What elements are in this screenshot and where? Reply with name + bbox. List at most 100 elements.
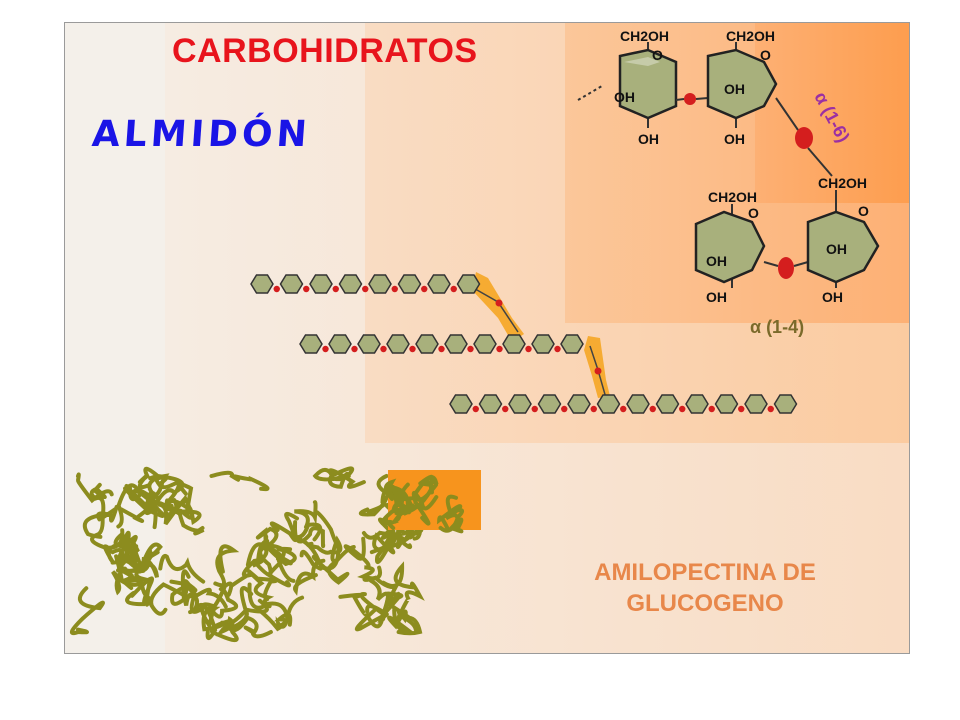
chain-bridge-oxygen: [525, 345, 532, 353]
chain-bridge-oxygen: [561, 405, 568, 413]
caption-line-1: AMILOPECTINA DE: [594, 559, 816, 586]
ring-oh-label: OH: [724, 131, 745, 147]
glycogen-coil-strand: [246, 569, 278, 609]
glycogen-coil-strand: [412, 474, 439, 502]
glycogen-coil-strand: [75, 472, 114, 504]
chain-bridge-oxygen: [620, 405, 627, 413]
glucose-ring-top-left: CH2OH O OH OH: [614, 28, 678, 147]
chain-glucose-unit: [449, 394, 473, 414]
chain-glucose-unit: [338, 274, 363, 294]
glycogen-coil-strand: [293, 558, 326, 596]
bridge-oxygen-alpha-1-6: [795, 127, 813, 149]
glycogen-coil-strand: [213, 544, 240, 588]
glucose-hexagon: [706, 48, 778, 120]
glycogen-coil-strand: [220, 586, 254, 631]
glycogen-coil-strand: [89, 482, 107, 514]
background-band-4: [755, 23, 909, 203]
ring-oh-label: OH: [822, 289, 843, 305]
chain-glucose-unit: [508, 394, 532, 414]
glycogen-coil-strand: [312, 467, 366, 489]
chain-bridge-oxygen: [649, 405, 656, 413]
chain-bridge-oxygen: [679, 405, 686, 413]
chain-glucose-unit: [744, 394, 768, 414]
chain-glucose-unit: [250, 274, 274, 294]
chain-glucose-unit: [531, 334, 555, 354]
chain-glucose-unit: [478, 394, 503, 414]
glycogen-coil-strand: [206, 581, 239, 619]
glucose-hexagon: [618, 48, 678, 120]
glycogen-coil-strand: [390, 491, 416, 524]
chain-glucose-unit: [502, 334, 526, 354]
glycogen-coil-strand: [110, 530, 139, 565]
glycogen-coil-strand: [180, 569, 218, 641]
glycogen-coil-mass: [69, 466, 425, 643]
ring-oh-label: OH: [614, 89, 635, 105]
chain-bridge-oxygen: [303, 285, 310, 293]
glucose-ring-bottom-left: CH2OH O OH OH: [694, 189, 766, 305]
ring-ch2oh-label: CH2OH: [620, 28, 669, 44]
bridge-oxygen: [684, 93, 696, 105]
chain-glucose-unit: [626, 394, 650, 414]
branch-bridge-oxygen: [594, 367, 602, 375]
ring-oh-label: OH: [706, 253, 727, 269]
branch-bridge-oxygen: [495, 299, 503, 307]
glycogen-coil-strand: [149, 582, 189, 608]
chain-bridge-oxygen: [362, 285, 369, 293]
chain-bridge-oxygen: [380, 345, 387, 353]
glycogen-coil-strand: [116, 483, 158, 530]
chain-bridge-oxygen: [409, 345, 416, 353]
glycogen-coil-strand: [247, 582, 305, 629]
ring-ch2oh-label: CH2OH: [818, 175, 867, 191]
chain-bridge-oxygen: [554, 345, 561, 353]
bond-label-alpha-1-6: α (1-6): [810, 88, 853, 145]
chain-bridge-oxygen: [332, 285, 339, 293]
branch-highlight: [472, 272, 524, 342]
glycogen-coil-strand: [369, 534, 397, 564]
glycogen-coil-strand: [228, 615, 273, 639]
glycogen-coil-strand: [359, 591, 404, 621]
ring-oxygen-label: O: [858, 203, 869, 219]
ring-oxygen-label: O: [748, 205, 759, 221]
glycogen-coil-strand: [381, 561, 425, 624]
glycogen-coil-strand: [269, 521, 350, 585]
chain-bridge-oxygen: [450, 285, 457, 293]
glycogen-coil-strand: [362, 574, 401, 604]
chain-glucose-unit: [655, 394, 680, 414]
chain-glucose-unit: [537, 394, 562, 414]
chain-glucose-unit: [309, 274, 333, 294]
glycogen-coil-strand: [113, 531, 146, 574]
chain-glucose-unit: [567, 394, 591, 414]
chain-bridge-oxygen: [421, 285, 428, 293]
glycogen-coil-strand: [116, 569, 152, 601]
ring-ch2oh-label: CH2OH: [708, 189, 757, 205]
chain-bridge-oxygen: [472, 405, 479, 413]
chain-glucose-unit: [328, 334, 352, 354]
glycogen-coil-front: [380, 474, 465, 534]
chain-glucose-unit: [773, 394, 798, 414]
chain-glucose-unit: [299, 334, 323, 354]
chain-bridge-oxygen: [708, 405, 715, 413]
chain-glucose-unit: [397, 274, 422, 294]
glycogen-coil-strand: [444, 494, 464, 534]
chain-bridge-oxygen: [502, 405, 509, 413]
ring-ch2oh-label: CH2OH: [726, 28, 775, 44]
chain-bridge-oxygen: [767, 405, 774, 413]
chain-glucose-unit: [473, 334, 497, 354]
chain-glucose-unit: [456, 274, 481, 294]
chain-bridge-oxygen: [590, 405, 597, 413]
chain-glucose-unit: [560, 334, 584, 354]
bridge-oxygen-alpha-1-4: [778, 257, 794, 279]
glycogen-coil-strand: [158, 553, 206, 584]
glucose-ring-top-right: CH2OH O OH OH: [706, 28, 778, 147]
bond-label-alpha-1-4: α (1-4): [750, 317, 804, 337]
caption-line-2: GLUCOGENO: [626, 590, 784, 617]
chain-glucose-unit: [386, 334, 410, 354]
glycogen-coil-strand: [294, 500, 318, 529]
chain-glucose-unit: [368, 274, 392, 294]
glycogen-coil-strand: [299, 510, 341, 571]
glycogen-coil-strand: [306, 535, 356, 563]
ring-oh-label: OH: [724, 81, 745, 97]
ring-oh-label: OH: [706, 289, 727, 305]
chain-bridge-oxygen: [438, 345, 445, 353]
